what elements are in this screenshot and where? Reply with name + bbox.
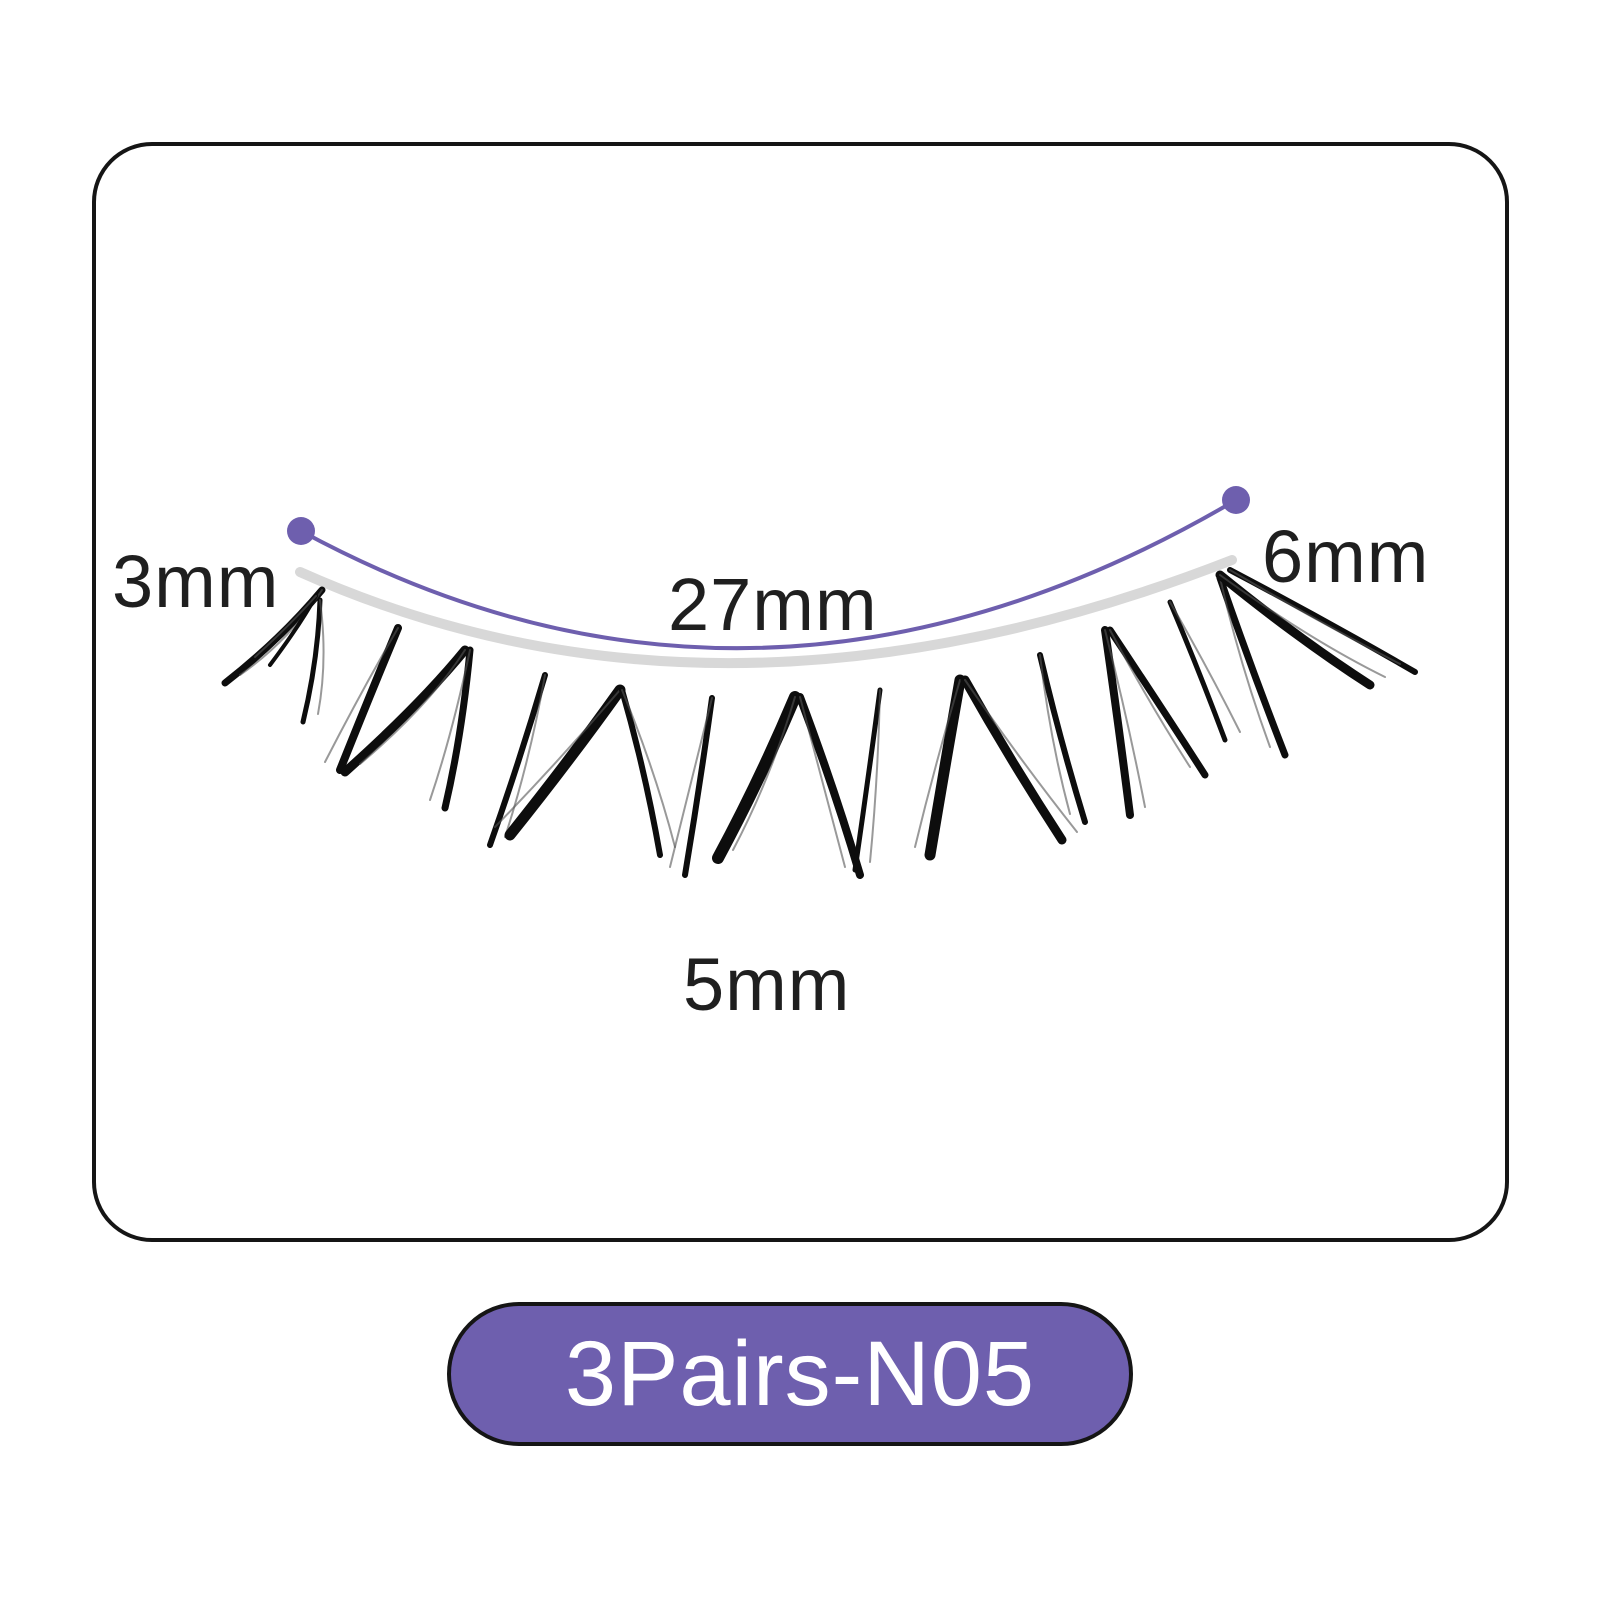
lash-strand (1037, 652, 1088, 825)
lash-fiber (1169, 601, 1241, 733)
lash-fiber (1219, 577, 1271, 748)
lash-fiber (914, 679, 961, 848)
product-variant-label: 3Pairs-N05 (564, 1323, 1036, 1425)
lash-strand (796, 693, 864, 879)
lash-fiber (621, 689, 676, 848)
lash-fiber (732, 696, 796, 851)
lash-strand (504, 684, 626, 841)
lash-fiber (494, 689, 621, 828)
lash-fiber (324, 627, 399, 763)
lash-strand (682, 695, 715, 878)
lash-fiber (1104, 629, 1146, 808)
lash-strand (336, 624, 402, 774)
lash-strand (340, 645, 470, 777)
lash-strand (924, 674, 966, 861)
lash-strand (441, 646, 474, 812)
lash-strand (1106, 626, 1209, 779)
lash-fiber (1219, 574, 1386, 678)
lash-fiber (964, 679, 1078, 833)
lash-strand (1167, 599, 1228, 743)
lash-strand (960, 675, 1067, 845)
outer-length-label: 6mm (1262, 515, 1430, 598)
inner-length-label: 3mm (112, 540, 280, 623)
lash-strand (1216, 574, 1289, 759)
lash-fiber (1039, 654, 1071, 815)
lash-strand (1215, 570, 1375, 690)
lash-strand (300, 597, 323, 725)
lash-fiber (1229, 569, 1401, 665)
lash-fiber (669, 697, 713, 868)
lash-fiber (429, 649, 471, 801)
lash-strand (712, 691, 801, 864)
right-endpoint-dot (1222, 486, 1250, 514)
band-length-label: 27mm (668, 563, 878, 646)
lash-fiber (359, 649, 466, 765)
measurement-arc (300, 498, 1238, 651)
left-endpoint-dot (287, 517, 315, 545)
product-variant-badge: 3Pairs-N05 (447, 1302, 1133, 1446)
lash-fiber (254, 595, 317, 658)
lash-fiber (799, 696, 846, 868)
center-length-label: 5mm (683, 943, 851, 1026)
lash-strand (1101, 626, 1134, 819)
lash-fiber (504, 674, 546, 838)
lash-fiber (317, 599, 325, 715)
lash-strand (268, 594, 318, 667)
lash-fiber (1109, 629, 1191, 768)
lash-strip-icon (221, 567, 1418, 879)
lash-band (295, 555, 1237, 668)
lash-strand (852, 687, 883, 873)
diagram-frame (92, 142, 1509, 1242)
lash-fiber (869, 689, 881, 863)
lash-strand (619, 687, 663, 858)
